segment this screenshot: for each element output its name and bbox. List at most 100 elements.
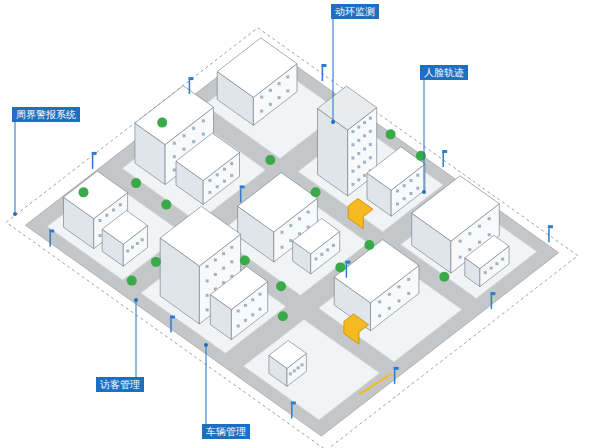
window (369, 130, 372, 133)
camera-head (490, 292, 495, 295)
window (223, 168, 226, 171)
window (468, 232, 471, 235)
window (112, 209, 115, 212)
window (260, 96, 263, 99)
ground-layer (6, 28, 578, 448)
window (281, 246, 284, 249)
camera-pole (345, 261, 350, 278)
window (351, 130, 354, 133)
window (173, 142, 176, 145)
window (369, 117, 372, 120)
building-roof (135, 86, 214, 145)
leader-dot (134, 298, 138, 302)
window (363, 174, 366, 177)
camera-pole (170, 316, 175, 333)
window (206, 308, 209, 311)
building (465, 235, 509, 286)
window (407, 278, 410, 281)
camera-mast (442, 153, 444, 167)
window (237, 309, 240, 312)
window (230, 174, 233, 177)
building-roof (318, 86, 377, 130)
window (216, 173, 219, 176)
window (357, 165, 360, 168)
window (131, 246, 134, 249)
window (293, 369, 296, 372)
leader-dot (422, 190, 426, 194)
window (357, 178, 360, 181)
truck (348, 199, 373, 229)
window (300, 363, 303, 366)
window (388, 307, 391, 310)
building-roof (293, 219, 340, 254)
building-roof (160, 206, 240, 266)
window (403, 184, 406, 187)
tree (127, 276, 137, 286)
window (258, 308, 261, 311)
window (216, 185, 219, 188)
window (173, 168, 176, 171)
building (293, 219, 340, 274)
callout-text: 动环监测 (335, 6, 375, 17)
window (332, 244, 335, 247)
camera-pole (394, 367, 399, 384)
window (488, 217, 491, 220)
window (378, 300, 381, 303)
window (237, 324, 240, 327)
camera-mast (49, 233, 51, 247)
tree (131, 178, 141, 188)
camera-head (49, 230, 54, 233)
road-surface (25, 42, 558, 436)
window (351, 143, 354, 146)
window (388, 293, 391, 296)
window (495, 262, 498, 265)
window (357, 152, 360, 155)
building (334, 240, 419, 331)
building-roof (334, 240, 419, 303)
window (206, 265, 209, 268)
window (119, 203, 122, 206)
camera-head (548, 225, 553, 228)
window (468, 248, 471, 251)
camera-head (321, 64, 326, 67)
window (214, 259, 217, 262)
window (369, 143, 372, 146)
window (289, 372, 292, 375)
camera-mast (394, 370, 396, 384)
camera-pole (92, 152, 97, 169)
window (396, 189, 399, 192)
callout-box: 人脸轨迹 (420, 65, 468, 80)
camera-head (442, 150, 447, 153)
camera-pole (49, 230, 54, 247)
tree (151, 257, 161, 267)
building-roof (217, 38, 297, 97)
tree (276, 281, 286, 291)
window (286, 75, 289, 78)
camera-mast (189, 80, 191, 94)
tree (265, 155, 275, 165)
gate-barrier (360, 374, 392, 394)
leader-dot (13, 212, 17, 216)
window (98, 234, 101, 237)
leader-dot (331, 120, 335, 124)
window (105, 214, 108, 217)
window (416, 187, 419, 190)
window (244, 304, 247, 307)
window (192, 127, 195, 130)
window (297, 366, 300, 369)
tree (278, 311, 288, 321)
window (222, 252, 225, 255)
leader-line (424, 79, 425, 192)
window (223, 180, 226, 183)
window (351, 157, 354, 160)
window (357, 126, 360, 129)
window (378, 314, 381, 317)
window (363, 161, 366, 164)
camera-mast (346, 264, 348, 278)
building-roof (238, 173, 318, 233)
building-roof (269, 341, 307, 369)
window (136, 242, 139, 245)
window (363, 148, 366, 151)
window (202, 133, 205, 136)
